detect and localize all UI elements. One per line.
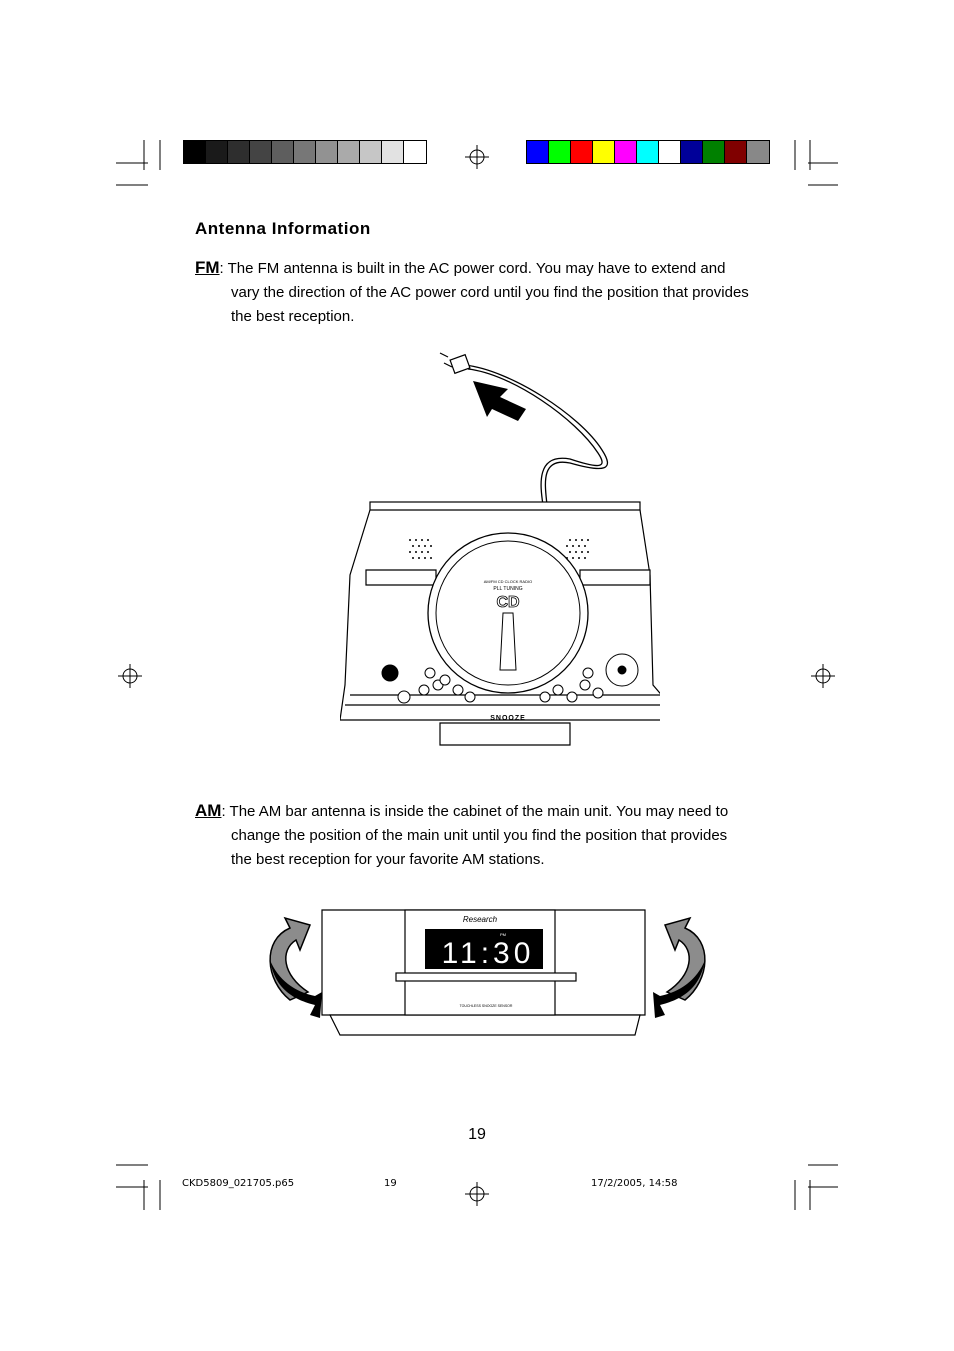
model-line: AM/FM CD CLOCK RADIO [484, 579, 532, 584]
left-speaker-grille [409, 539, 432, 559]
color-swatch [527, 141, 549, 163]
fm-paragraph: FM: The FM antenna is built in the AC po… [195, 256, 770, 329]
gray-calibration-strip [183, 140, 427, 164]
control-buttons [381, 653, 639, 704]
gray-swatch [272, 141, 294, 163]
color-swatch [703, 141, 725, 163]
section-heading: Antenna Information [195, 219, 371, 238]
footer-file: CKD5809_021705.p65 [182, 1178, 295, 1189]
gray-swatch [184, 141, 206, 163]
gray-swatch [338, 141, 360, 163]
am-paragraph: AM: The AM bar antenna is inside the cab… [195, 799, 770, 872]
color-swatch [571, 141, 593, 163]
registration-target-right [811, 664, 835, 688]
rotate-right-arrow-icon [653, 916, 706, 1018]
rotate-left-arrow-icon [269, 916, 322, 1018]
fm-tag: FM [195, 258, 220, 277]
color-swatch [615, 141, 637, 163]
color-swatch [681, 141, 703, 163]
clock-unit-body [321, 909, 646, 1036]
am-colon: : [221, 803, 226, 820]
color-swatch [637, 141, 659, 163]
color-swatch [725, 141, 747, 163]
fm-colon: : [219, 260, 224, 277]
am-line-3: the best reception for your favorite AM … [231, 851, 545, 868]
am-line-2: change the position of the main unit unt… [231, 827, 728, 844]
extend-arrow-icon [473, 381, 526, 421]
fm-line-3: the best reception. [231, 308, 355, 325]
cd-logo: CD [496, 594, 519, 611]
color-swatch [659, 141, 681, 163]
fm-line-1: The FM antenna is built in the AC power … [227, 260, 726, 277]
clock-front-illustration: Research PM 11:30 TOUCHLESS SNOOZE SENSO… [269, 909, 706, 1036]
registration-target-left [118, 664, 142, 688]
gray-swatch [382, 141, 404, 163]
color-swatch [747, 141, 769, 163]
led-display [425, 929, 543, 969]
fm-line-2: vary the direction of the AC power cord … [231, 284, 749, 301]
color-swatch [593, 141, 615, 163]
registration-target-bottom [465, 1182, 489, 1206]
gray-swatch [404, 141, 426, 163]
gray-swatch [250, 141, 272, 163]
gray-swatch [360, 141, 382, 163]
right-speaker-grille [566, 539, 589, 559]
color-calibration-strip [526, 140, 770, 164]
gray-swatch [228, 141, 250, 163]
ac-power-cord [464, 364, 608, 506]
footer-page: 19 [384, 1178, 397, 1189]
gray-swatch [206, 141, 228, 163]
am-tag: AM [195, 801, 222, 820]
pm-indicator: PM [500, 932, 506, 937]
brand-logo: Research [463, 915, 498, 924]
snooze-sensor-label: TOUCHLESS SNOOZE SENSOR [460, 1004, 513, 1008]
gray-swatch [294, 141, 316, 163]
plug-icon [439, 352, 471, 375]
pll-label: PLL TUNING [493, 586, 522, 592]
time-display: 11:30 [442, 937, 535, 970]
cd-clock-radio-illustration: AM/FM CD CLOCK RADIO PLL TUNING CD SNOOZ… [340, 352, 660, 746]
footer-timestamp: 17/2/2005, 14:58 [591, 1178, 678, 1189]
registration-target-top [465, 145, 489, 169]
gray-swatch [316, 141, 338, 163]
page-number: 19 [468, 1126, 486, 1143]
am-line-1: The AM bar antenna is inside the cabinet… [229, 803, 729, 820]
color-swatch [549, 141, 571, 163]
snooze-label: SNOOZE [490, 715, 526, 722]
